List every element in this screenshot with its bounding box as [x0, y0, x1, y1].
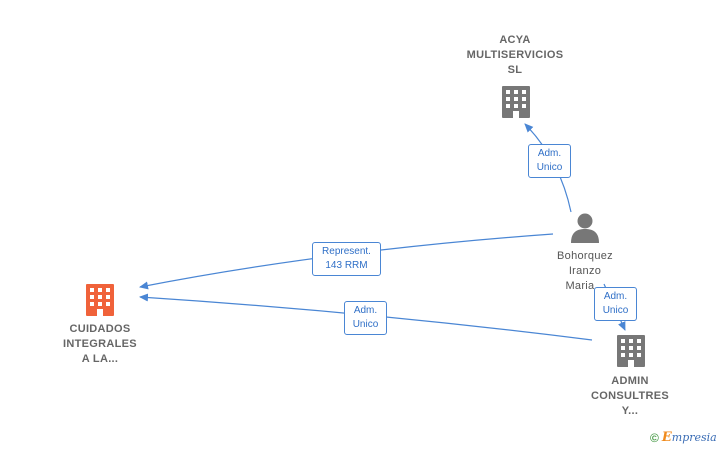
node-bohorquez[interactable]: [571, 213, 599, 244]
node-label-admin[interactable]: ADMIN CONSULTRES Y...: [591, 375, 669, 417]
edge-label-admin-cuidados: Adm. Unico: [344, 301, 387, 335]
node-admin[interactable]: [617, 335, 645, 367]
node-acya[interactable]: [502, 86, 530, 118]
brand-logo: © Empresia: [650, 430, 717, 445]
edge-label-bohorquez-cuidados: Represent. 143 RRM: [312, 242, 381, 276]
node-label-cuidados[interactable]: CUIDADOS INTEGRALES A LA...: [63, 323, 137, 365]
node-label-acya[interactable]: ACYA MULTISERVICIOS SL: [466, 34, 564, 76]
copyright-icon: ©: [650, 430, 659, 445]
edge-label-bohorquez-acya: Adm. Unico: [528, 144, 571, 178]
node-cuidados[interactable]: [86, 284, 114, 316]
edge-label-bohorquez-admin: Adm. Unico: [594, 287, 637, 321]
person-icon: [571, 213, 599, 243]
